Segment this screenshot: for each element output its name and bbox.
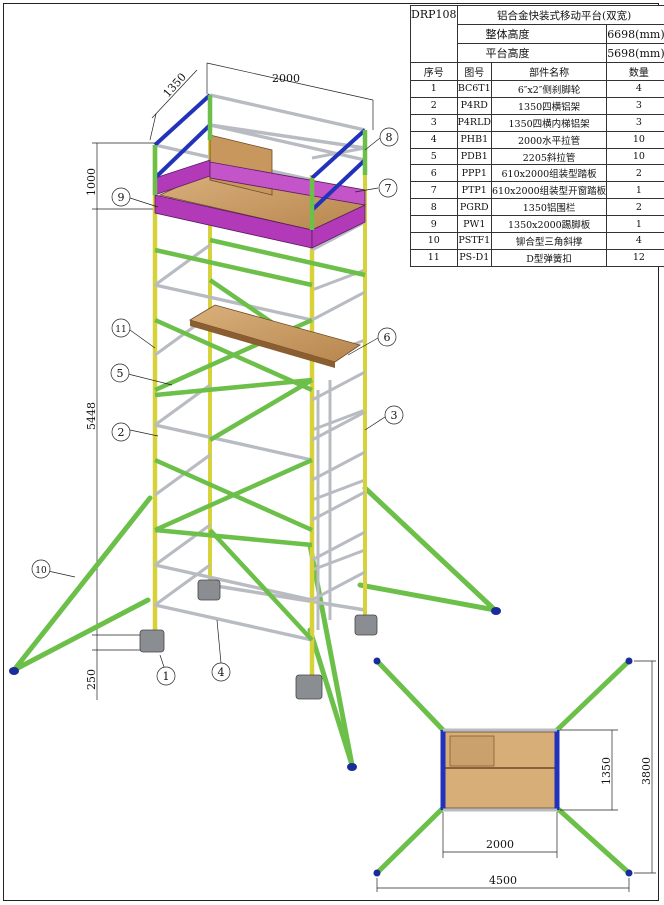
callout-6: 6 (384, 331, 391, 344)
platform-height-value: 5698(mm) (606, 43, 664, 63)
overall-height-value: 6698(mm) (606, 24, 664, 44)
stabilizer-outriggers (11, 485, 498, 768)
dim-base-height: 250 (85, 669, 98, 690)
part-no: 1 (410, 80, 458, 98)
callout-2: 2 (118, 426, 125, 439)
callout-3: 3 (391, 409, 398, 422)
castor-wheels (139, 579, 378, 700)
dim-frame-height: 5448 (85, 402, 98, 430)
dim-length: 2000 (272, 72, 300, 85)
callout-10: 10 (35, 566, 47, 576)
plan-dimension-lines (376, 660, 656, 892)
outrigger-feet (9, 607, 501, 771)
callouts (31, 127, 404, 686)
drawing-title: 铝合金快装式移动平台(双宽) (456, 5, 664, 25)
dim-guardrail-height: 1000 (85, 168, 98, 196)
part-no: 2 (410, 96, 458, 115)
part-code: BC6T1 (456, 80, 493, 98)
callout-1: 1 (163, 670, 170, 683)
middle-platform (189, 304, 361, 368)
callout-5: 5 (117, 367, 124, 380)
callout-7: 7 (385, 182, 392, 195)
dim-depth: 1350 (161, 71, 189, 101)
plan-dim-depth: 1350 (600, 757, 613, 785)
guardrail-posts (152, 95, 368, 230)
drawing-frame (3, 3, 659, 901)
plan-dim-length: 2000 (486, 838, 514, 851)
col-header-no: 序号 (410, 62, 458, 81)
callout-11: 11 (115, 325, 126, 335)
callout-4: 4 (218, 666, 225, 679)
parts-table: DRP108 铝合金快装式移动平台(双宽) 整体高度 6698(mm) 平台高度… (410, 5, 664, 267)
callout-9: 9 (118, 191, 125, 204)
part-no: 11 (410, 248, 458, 267)
guardrails (153, 93, 367, 212)
part-qty: 12 (606, 248, 664, 267)
col-header-qty: 数量 (606, 62, 664, 81)
part-qty: 4 (606, 80, 664, 98)
col-header-code: 图号 (456, 62, 493, 81)
diagonal-braces (154, 237, 366, 642)
callout-8: 8 (386, 131, 393, 144)
plan-dim-span: 4500 (489, 874, 517, 887)
plan-view (373, 657, 633, 877)
plan-dim-outrigger-depth: 3800 (640, 757, 653, 785)
part-qty: 3 (606, 96, 664, 115)
